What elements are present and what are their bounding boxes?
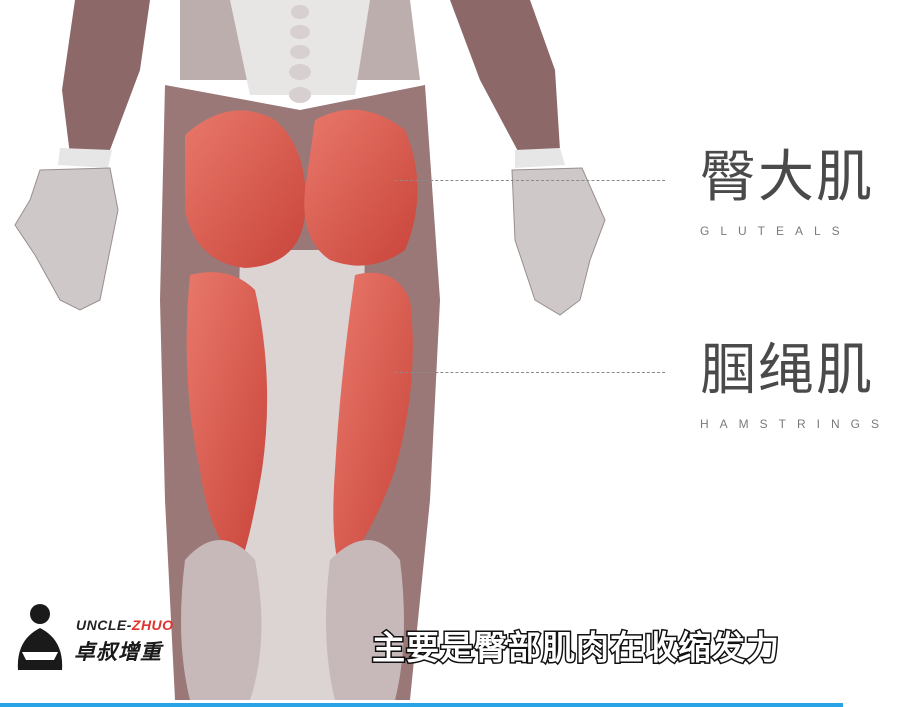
gluteals-leader-line: [395, 180, 665, 181]
right-forearm: [450, 0, 560, 155]
left-hand: [14, 167, 119, 311]
left-hamstring: [186, 272, 268, 565]
video-subtitle: 主要是臀部肌肉在收缩发力: [371, 627, 781, 669]
hamstrings-leader-line: [395, 372, 665, 373]
hamstrings-label-en: HAMSTRINGS: [700, 417, 891, 431]
gluteals-label-en: GLUTEALS: [700, 224, 851, 238]
right-hamstring: [333, 272, 413, 570]
logo-text-en-part2: ZHUO: [131, 617, 174, 633]
gluteals-label-cn: 臀大肌: [700, 145, 874, 210]
left-wrist: [58, 148, 112, 168]
gluteals-label: 臀大肌 GLUTEALS: [700, 145, 874, 239]
right-wrist: [515, 148, 565, 168]
right-calf: [326, 540, 404, 700]
video-progress-bar[interactable]: [0, 703, 843, 707]
left-forearm: [62, 0, 150, 155]
channel-logo-mascot: [17, 604, 63, 670]
right-gluteal: [304, 109, 418, 266]
left-gluteal: [185, 110, 306, 268]
spine-vertebrae: [289, 5, 311, 103]
logo-text-cn: 卓叔增重: [74, 640, 162, 664]
logo-text-en-part1: UNCLE-: [76, 617, 132, 633]
hamstrings-label-cn: 腘绳肌: [700, 338, 874, 403]
hamstrings-label: 腘绳肌 HAMSTRINGS: [700, 338, 891, 432]
logo-text-en: UNCLE-ZHUO: [76, 617, 174, 633]
right-hand: [511, 167, 606, 316]
left-calf: [181, 540, 262, 700]
